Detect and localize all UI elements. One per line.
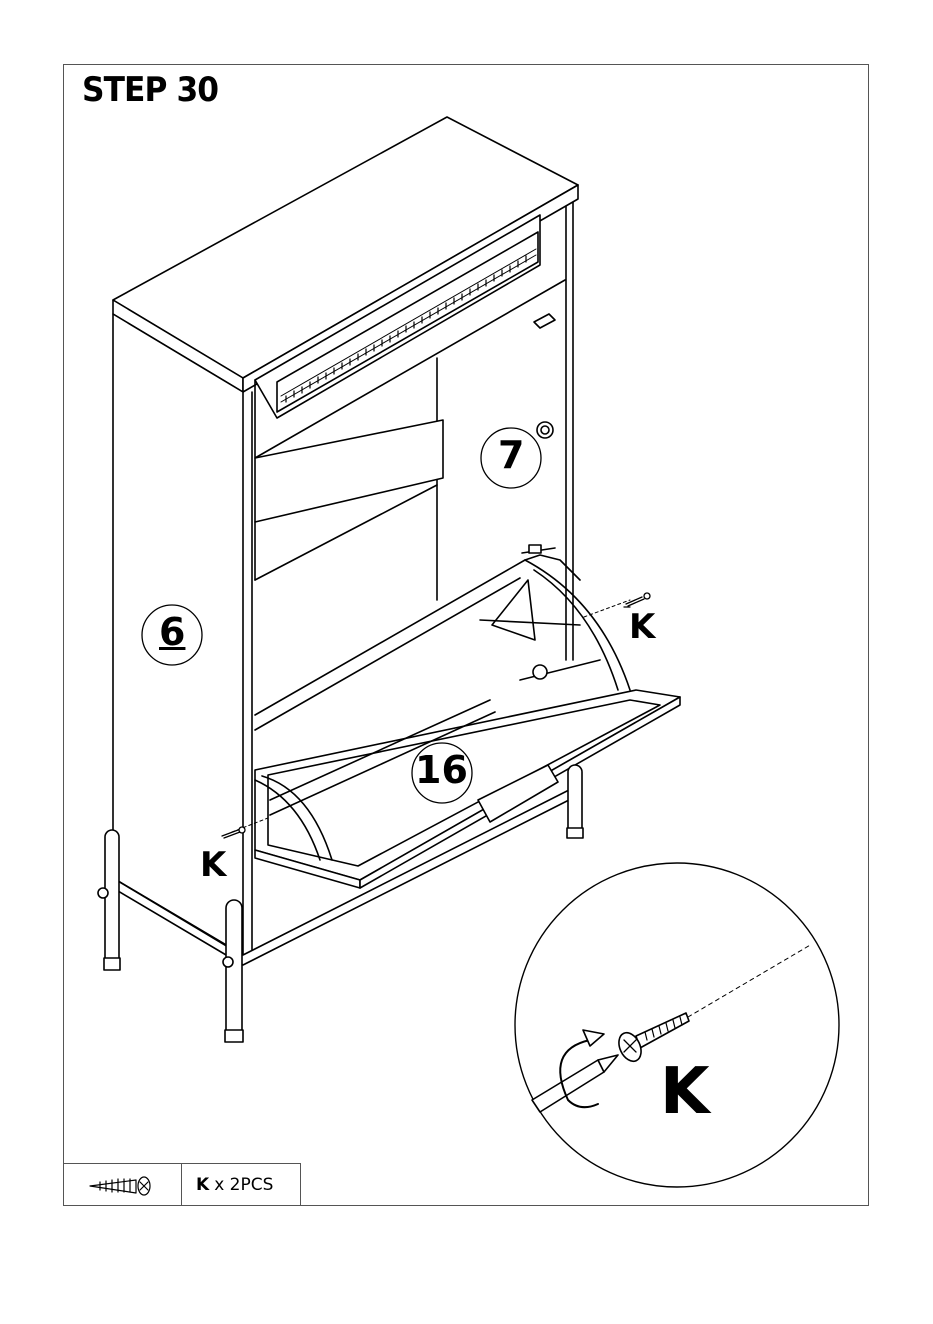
detail-view bbox=[515, 863, 839, 1187]
screw-label-right: K bbox=[629, 607, 655, 647]
parts-list-code: K bbox=[196, 1175, 209, 1195]
callout-part-6: 6 bbox=[159, 610, 185, 654]
callout-part-16: 16 bbox=[415, 748, 468, 792]
detail-screw-label: K bbox=[660, 1055, 710, 1129]
parts-list-icon-cell bbox=[63, 1164, 182, 1206]
parts-list-quantity: K x 2PCS bbox=[182, 1164, 300, 1206]
screw-label-left: K bbox=[200, 845, 226, 885]
parts-list: K x 2PCS bbox=[63, 1163, 301, 1206]
parts-list-count: x 2PCS bbox=[214, 1175, 273, 1195]
callout-part-7: 7 bbox=[498, 433, 524, 477]
